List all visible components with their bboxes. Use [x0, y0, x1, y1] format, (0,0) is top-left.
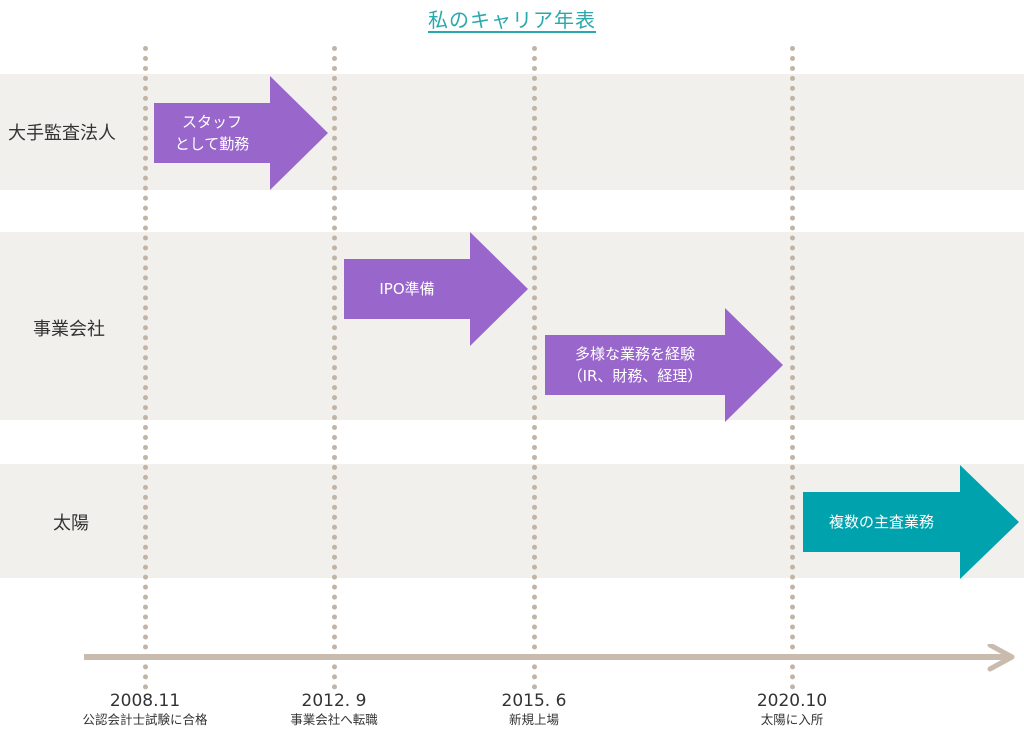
arrow-staff-line2: として勤務 — [174, 135, 250, 153]
arrow-various-duties-line2: （IR、財務、経理） — [567, 367, 703, 385]
arrow-shape — [545, 308, 783, 422]
milestone-date: 2012. 9 — [301, 691, 367, 711]
arrow-shape — [154, 76, 328, 190]
milestone-event: 太陽に入所 — [760, 712, 824, 727]
milestone-2020: 2020.10 太陽に入所 — [702, 690, 882, 728]
arrow-various-duties-line1: 多様な業務を経験 — [574, 345, 695, 363]
milestone-date: 2015. 6 — [501, 691, 567, 711]
page-title: 私のキャリア年表 — [428, 8, 596, 32]
arrow-shape — [344, 232, 528, 346]
timeline-axis — [84, 644, 1015, 672]
milestone-line-2008 — [143, 46, 148, 690]
milestone-line-2020 — [790, 46, 795, 690]
milestone-event: 事業会社へ転職 — [290, 712, 378, 727]
milestone-event: 新規上場 — [508, 712, 559, 727]
milestone-event: 公認会計士試験に合格 — [82, 712, 208, 727]
milestone-line-2012 — [332, 46, 337, 690]
row-band-business-company — [0, 232, 1024, 420]
arrow-ipo-label: IPO準備 — [379, 280, 435, 298]
row-label-audit-firm: 大手監査法人 — [8, 123, 116, 144]
arrow-staff: スタッフ として勤務 — [154, 76, 328, 190]
milestone-date: 2020.10 — [756, 691, 828, 711]
arrow-staff-line1: スタッフ — [181, 113, 242, 131]
arrow-various-duties: 多様な業務を経験 （IR、財務、経理） — [545, 308, 783, 422]
arrow-ipo: IPO準備 — [344, 232, 528, 346]
arrow-shape — [803, 465, 1019, 579]
arrow-lead-auditor: 複数の主査業務 — [803, 465, 1019, 579]
milestone-2015: 2015. 6 新規上場 — [444, 690, 624, 728]
arrow-lead-auditor-label: 複数の主査業務 — [828, 513, 934, 531]
milestone-date: 2008.11 — [109, 691, 181, 711]
milestone-line-2015 — [532, 46, 537, 690]
milestone-2012: 2012. 9 事業会社へ転職 — [244, 690, 424, 728]
row-label-taiyo: 太陽 — [53, 513, 89, 534]
row-label-business-company: 事業会社 — [33, 319, 105, 340]
milestone-2008: 2008.11 公認会計士試験に合格 — [55, 690, 235, 728]
